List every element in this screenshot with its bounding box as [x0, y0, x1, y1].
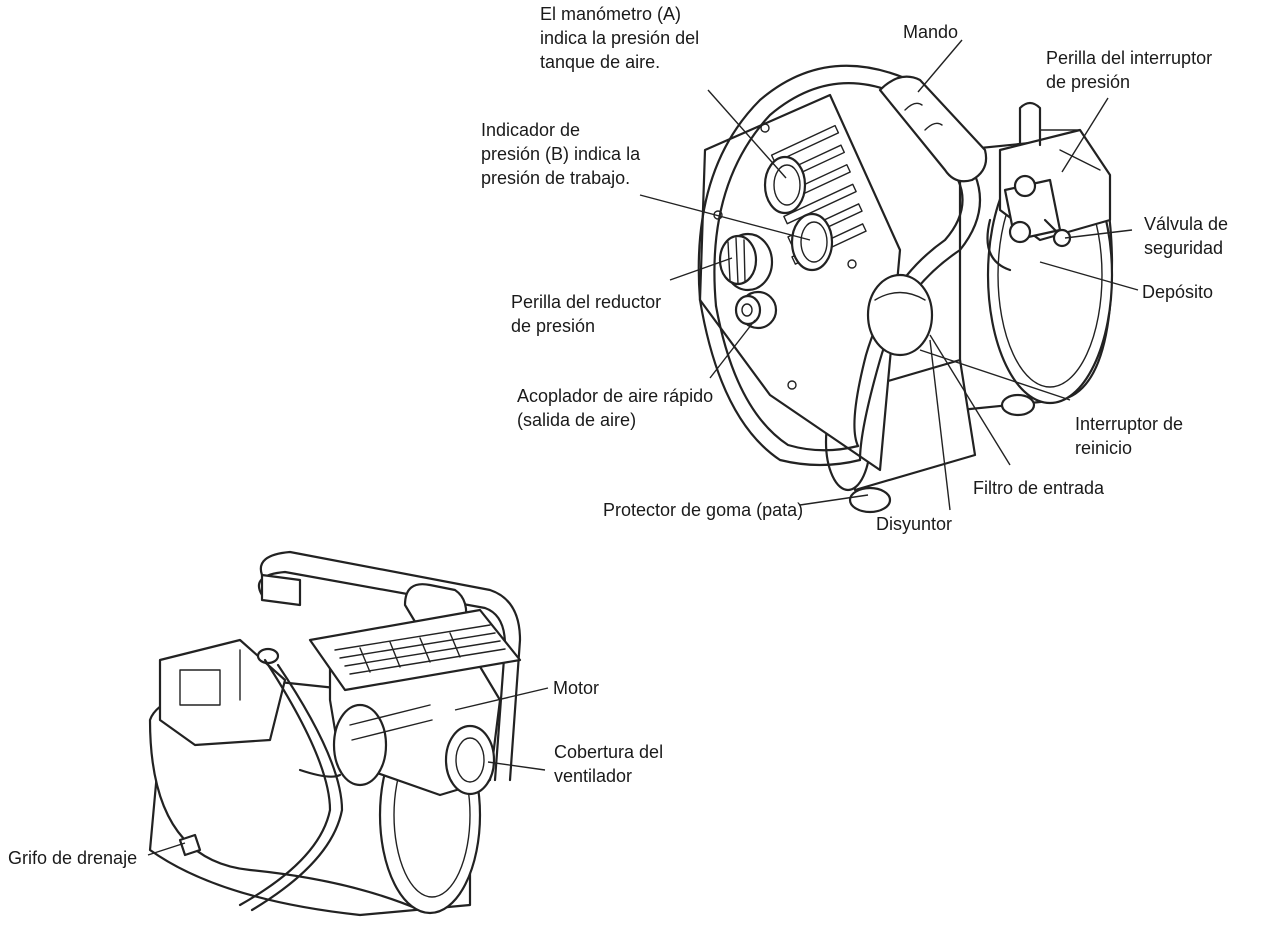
- label-manometro-line1: El manómetro (A): [540, 4, 682, 24]
- label-valvula: Válvula de seguridad: [1144, 212, 1228, 260]
- rear-view-compressor: [148, 550, 522, 917]
- label-protector: Protector de goma (pata): [603, 500, 804, 520]
- label-valvula-line1: Válvula de: [1144, 214, 1229, 234]
- label-manometro-line3: tanque de aire.: [540, 52, 661, 72]
- label-grifo: Grifo de drenaje: [8, 848, 138, 868]
- drain-valve: [178, 833, 202, 857]
- label-perilla-interruptor: Perilla del interruptor de presión: [1046, 46, 1212, 94]
- label-acoplador-line2: (salida de aire): [517, 410, 637, 430]
- label-indicador: Indicador de presión (B) indica la presi…: [481, 118, 640, 190]
- label-perilla-reductor-line1: Perilla del reductor: [511, 292, 662, 312]
- label-valvula-line2: seguridad: [1144, 238, 1224, 258]
- gauge-a: [763, 155, 807, 215]
- label-manometro: El manómetro (A) indica la presión del t…: [540, 2, 699, 74]
- leader-lines: [147, 39, 1139, 856]
- label-interruptor-reinicio: Interruptor de reinicio: [1075, 412, 1183, 460]
- label-interruptor-reinicio-line2: reinicio: [1075, 438, 1133, 458]
- label-motor: Motor: [553, 678, 600, 698]
- label-manometro-line2: indica la presión del: [540, 28, 700, 48]
- label-cobertura-line1: Cobertura del: [554, 742, 664, 762]
- label-interruptor-reinicio-line1: Interruptor de: [1075, 414, 1184, 434]
- label-cobertura: Cobertura del ventilador: [554, 740, 663, 788]
- label-indicador-line1: Indicador de: [481, 120, 581, 140]
- motor-grille: [334, 624, 506, 675]
- handle-grip: [878, 75, 988, 183]
- inlet-filter: [866, 273, 934, 357]
- label-perilla-reductor: Perilla del reductor de presión: [511, 290, 661, 338]
- fan-cover: [444, 724, 496, 796]
- label-cobertura-line2: ventilador: [554, 766, 633, 786]
- label-indicador-line2: presión (B) indica la: [481, 144, 641, 164]
- rubber-foot: [848, 486, 892, 514]
- label-disyuntor: Disyuntor: [876, 514, 953, 534]
- label-perilla-reductor-line2: de presión: [511, 316, 596, 336]
- label-perilla-interruptor-line1: Perilla del interruptor: [1046, 48, 1213, 68]
- label-filtro: Filtro de entrada: [973, 478, 1105, 498]
- gauge-b: [790, 212, 834, 272]
- front-view-compressor: [697, 64, 1114, 514]
- label-acoplador-line1: Acoplador de aire rápido: [517, 386, 714, 406]
- label-acoplador: Acoplador de aire rápido (salida de aire…: [517, 384, 713, 432]
- label-mando: Mando: [903, 22, 959, 42]
- label-deposito: Depósito: [1142, 282, 1214, 302]
- label-indicador-line3: presión de trabajo.: [481, 168, 631, 188]
- label-perilla-interruptor-line2: de presión: [1046, 72, 1131, 92]
